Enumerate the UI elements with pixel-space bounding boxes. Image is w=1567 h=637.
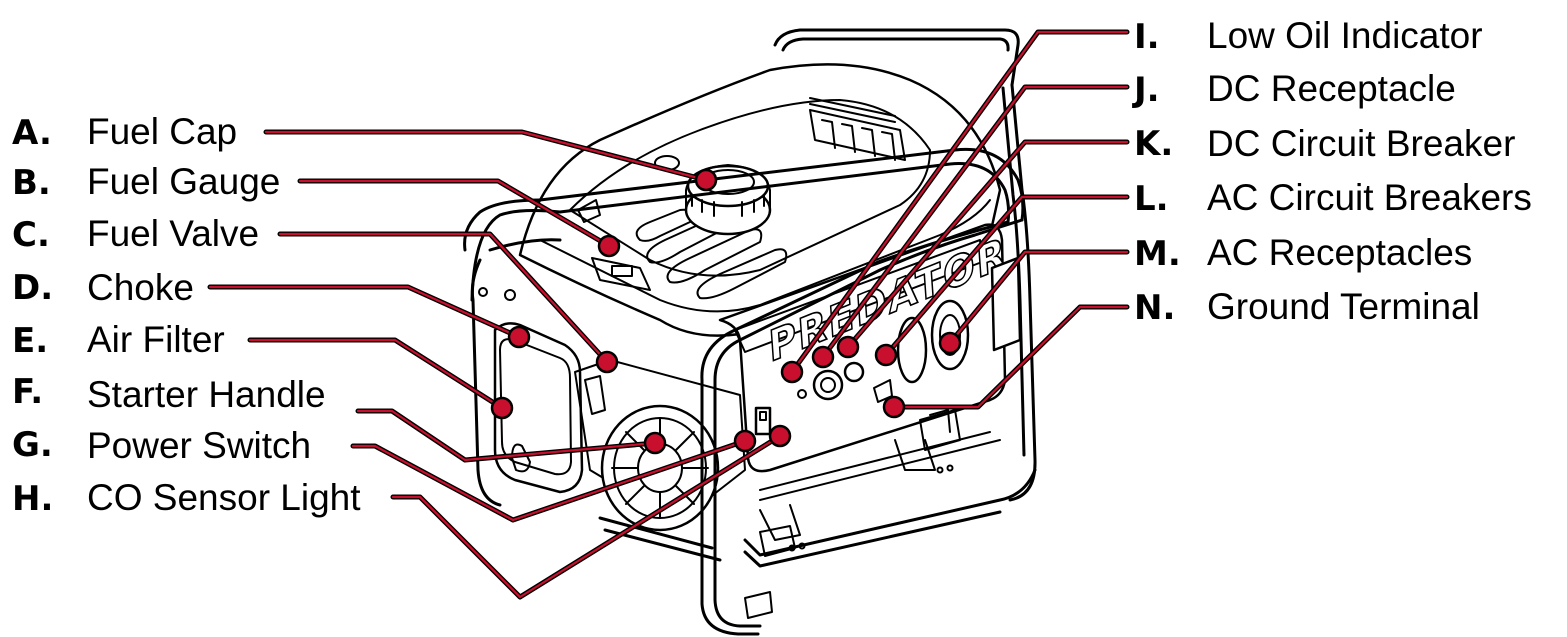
label-fuel-cap: Fuel Cap	[87, 111, 237, 152]
label-co-sensor-light: CO Sensor Light	[87, 477, 361, 518]
leader-d	[207, 284, 522, 340]
callout-dot-d	[507, 325, 531, 349]
label-ac-receptacles: AC Receptacles	[1207, 232, 1472, 273]
leader-i	[789, 29, 1130, 375]
label-power-switch: Power Switch	[87, 425, 311, 466]
label-dc-circuit-breaker: DC Circuit Breaker	[1207, 123, 1515, 164]
label-letter-f: F.	[12, 372, 43, 412]
label-air-filter: Air Filter	[87, 319, 225, 360]
callout-dot-f	[643, 431, 667, 455]
leader-g	[350, 438, 748, 523]
label-fuel-gauge: Fuel Gauge	[87, 161, 280, 202]
label-dc-receptacle: DC Receptacle	[1207, 68, 1456, 109]
label-letter-g: G.	[12, 425, 53, 465]
leader-l	[883, 194, 1130, 358]
label-letter-k: K.	[1134, 124, 1173, 164]
leader-c	[277, 231, 610, 365]
leader-a	[263, 129, 709, 183]
label-ground-terminal: Ground Terminal	[1207, 286, 1480, 327]
callout-dot-h	[768, 424, 792, 448]
callout-dot-l	[874, 343, 898, 367]
label-letter-c: C.	[12, 215, 50, 255]
labels-right: I. Low Oil Indicator J. DC Receptacle K.…	[1132, 15, 1532, 328]
labels-left: A. Fuel Cap B. Fuel Gauge C. Fuel Valve …	[12, 111, 361, 519]
leader-m	[947, 249, 1130, 346]
label-letter-n: N.	[1134, 288, 1175, 328]
callout-dots	[490, 168, 962, 455]
callout-dot-g	[733, 429, 757, 453]
label-starter-handle: Starter Handle	[87, 374, 326, 415]
label-letter-j: J.	[1132, 70, 1160, 110]
tank-vents	[809, 97, 906, 161]
callout-dot-k	[836, 335, 860, 359]
label-low-oil-indicator: Low Oil Indicator	[1207, 15, 1483, 56]
label-letter-a: A.	[12, 113, 52, 153]
label-letter-d: D.	[12, 268, 53, 308]
leader-e	[247, 337, 505, 411]
label-letter-l: L.	[1134, 179, 1169, 219]
leader-f	[355, 408, 658, 463]
callout-dot-a	[694, 168, 718, 192]
callout-dot-j	[811, 345, 835, 369]
callout-leaders	[207, 29, 1130, 600]
callout-dot-m	[938, 331, 962, 355]
label-letter-e: E.	[12, 321, 48, 361]
callout-dot-i	[780, 360, 804, 384]
leader-n	[891, 304, 1130, 410]
label-ac-circuit-breakers: AC Circuit Breakers	[1207, 177, 1532, 218]
leader-k	[845, 139, 1130, 350]
leader-h	[390, 433, 783, 600]
callout-dot-b	[597, 234, 621, 258]
leader-j	[820, 84, 1130, 360]
label-letter-h: H.	[12, 479, 53, 519]
callout-dot-c	[595, 350, 619, 374]
callout-dot-e	[490, 396, 514, 420]
callout-dot-n	[882, 395, 906, 419]
label-letter-m: M.	[1134, 234, 1181, 274]
label-fuel-valve: Fuel Valve	[87, 213, 259, 254]
label-letter-i: I.	[1134, 17, 1160, 57]
label-choke: Choke	[87, 267, 194, 308]
leader-b	[297, 178, 612, 249]
label-letter-b: B.	[12, 163, 51, 203]
